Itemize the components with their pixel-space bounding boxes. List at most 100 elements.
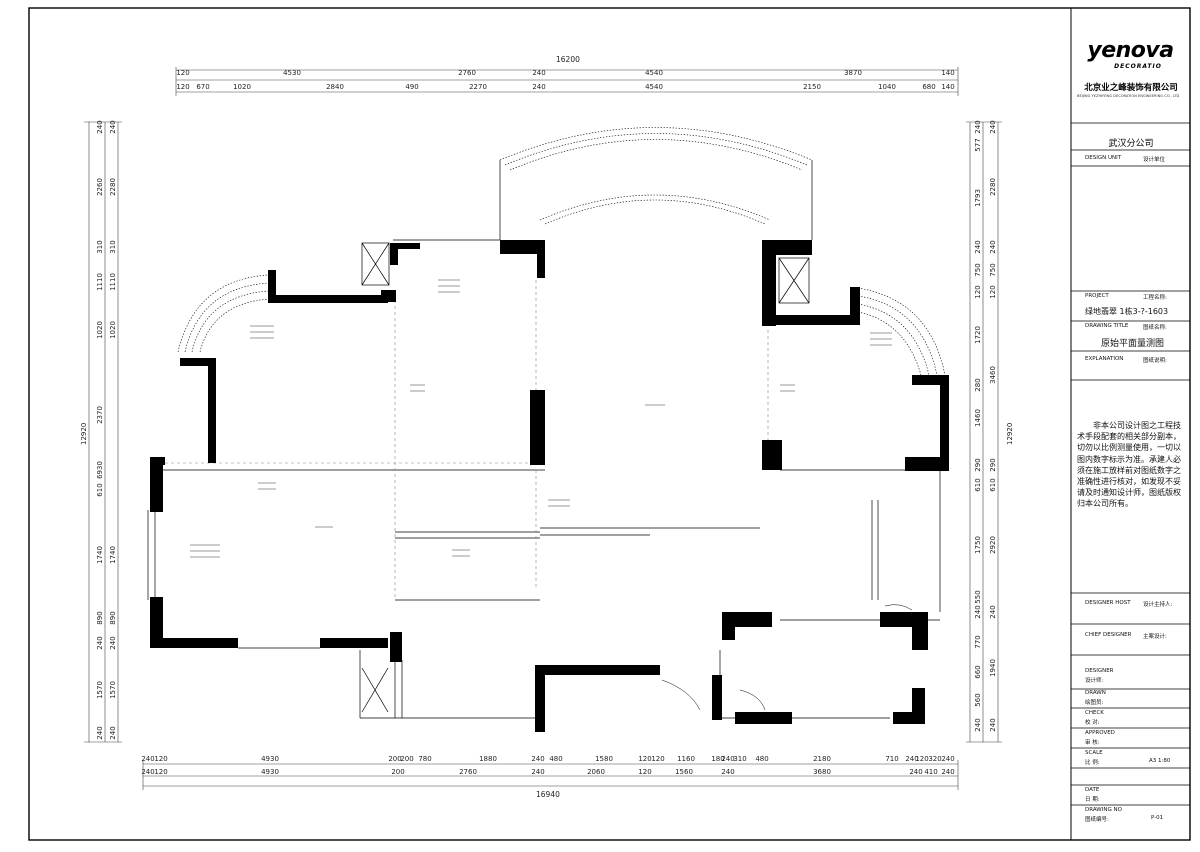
dim-bottom-row1-text: 120 [638, 755, 651, 763]
dim-bottom-row1-text: 240 [941, 755, 954, 763]
dim-right-outer-text: 240 [989, 718, 997, 731]
dim-left-inner-text: 1110 [109, 273, 117, 291]
dim-left-inner-text: 240 [109, 120, 117, 133]
dim-top-row2-text: 680 [922, 83, 935, 91]
dim-right-inner-text: 770 [974, 635, 982, 648]
dim-bottom-row1-text: 120 [915, 755, 928, 763]
left-dimensions [84, 121, 122, 743]
dim-bottom-row2-text: 200 [391, 768, 404, 776]
chief-designer-label: CHIEF DESIGNER [1085, 632, 1132, 638]
dim-left-outer-text: 240 [96, 726, 104, 739]
drawn-label: DRAWN [1085, 690, 1106, 696]
dim-top-row1-text: 2760 [458, 69, 476, 77]
dim-bottom-row2-text: 120 [638, 768, 651, 776]
dim-bottom-row1-text: 120 [154, 755, 167, 763]
drawing-title-label-cn: 图纸名称: [1143, 325, 1167, 331]
explanation-label-cn: 图纸说明: [1143, 358, 1167, 364]
dim-right-inner-text: 240 [974, 240, 982, 253]
drawing-no-code: P-01 [1151, 815, 1164, 821]
dim-bottom-row1-text: 780 [418, 755, 431, 763]
dim-top-overall: 16200 [556, 55, 580, 64]
title-block-grid [1071, 122, 1190, 806]
dim-bottom-row1-text: 240 [141, 755, 154, 763]
scale-label: SCALE [1085, 750, 1103, 756]
dim-bottom-row1-text: 480 [755, 755, 768, 763]
check-value: 校 对: [1085, 720, 1100, 726]
branch-name: 武汉分公司 [1108, 139, 1154, 149]
dim-bottom-row1-text: 1580 [595, 755, 613, 763]
company-name: 北京业之峰装饰有限公司 [1084, 83, 1178, 93]
dim-right-outer-text: 2920 [989, 536, 997, 554]
company-logo-sub: DECORATIO [1114, 63, 1162, 70]
top-dimensions [175, 67, 959, 96]
explanation-note: 非本公司设计图之工程技术手段配套的相关部分副本，切勿以比例测量使用，一切以图内数… [1077, 421, 1181, 509]
dim-top-row2-text: 1040 [878, 83, 896, 91]
drawing-no-label: DRAWING NO [1085, 807, 1122, 813]
room-annotations [190, 279, 892, 558]
dim-right-inner-text: 290 [974, 458, 982, 471]
dim-left-inner-text: 2280 [109, 178, 117, 196]
chief-designer-value: 主案设计: [1143, 634, 1167, 640]
dim-bottom-overall: 16940 [536, 790, 560, 799]
dim-top-row2-text: 120 [176, 83, 189, 91]
dim-top-row2-text: 240 [532, 83, 545, 91]
date-label: DATE [1085, 787, 1100, 793]
scale-value: A3 1:80 [1149, 758, 1171, 764]
designer-label: DESIGNER [1085, 668, 1114, 674]
dim-right-inner-text: 1793 [974, 189, 982, 207]
dim-top-row2-text: 670 [196, 83, 209, 91]
dim-bottom-row2-text: 240 [141, 768, 154, 776]
dim-left-outer-text: 240 [96, 636, 104, 649]
designer-value: 设计师: [1085, 678, 1104, 684]
dim-left-outer-text: 1020 [96, 321, 104, 339]
dim-left-outer-text: 240 [96, 120, 104, 133]
drawing-no-value: 图纸编号: [1085, 817, 1109, 823]
dim-top-row2-text: 2270 [469, 83, 487, 91]
dim-bottom-row2-text: 240 [941, 768, 954, 776]
dim-left-outer: 2402260310111010202370693061017408902401… [96, 120, 104, 739]
dim-top-row1-text: 4530 [283, 69, 301, 77]
dim-left-outer-text: 1110 [96, 273, 104, 291]
dim-right-outer-text: 610 [989, 478, 997, 491]
dim-right-inner-text: 1750 [974, 536, 982, 554]
dim-bottom-row2-text: 1560 [675, 768, 693, 776]
dim-right-outer-text: 750 [989, 263, 997, 276]
dim-bottom-row1-text: 120 [651, 755, 664, 763]
dim-right-inner-text: 240 [974, 718, 982, 731]
dim-bottom-row1-text: 240 [531, 755, 544, 763]
dim-right-inner: 2405771793240750120172028014602906101750… [974, 120, 982, 731]
dim-bottom-row1-text: 480 [549, 755, 562, 763]
dim-right-outer-text: 240 [989, 605, 997, 618]
dim-right-inner-text: 560 [974, 693, 982, 706]
dim-top-row1-text: 240 [532, 69, 545, 77]
dim-top-row2-text: 2840 [326, 83, 344, 91]
dim-right-inner-text: 280 [974, 378, 982, 391]
project-label: PROJECT [1085, 293, 1109, 299]
dim-right-inner-text: 750 [974, 263, 982, 276]
drawing-title-value: 原始平面量测图 [1101, 339, 1165, 349]
check-label: CHECK [1085, 710, 1104, 716]
dim-bottom-row1-text: 200 [400, 755, 413, 763]
dim-bottom-row2-text: 240 [721, 768, 734, 776]
company-name-en: BEIJING YEZHIFENG DECORATION ENGINEERING… [1077, 94, 1180, 98]
dim-bottom-row1-text: 240 [721, 755, 734, 763]
dim-bottom-row1-text: 320 [928, 755, 941, 763]
dim-bottom-row1-text: 240 [905, 755, 918, 763]
dim-left-outer-text: 6930 [96, 461, 104, 479]
hatch-partitions [165, 280, 769, 600]
dim-left-inner-text: 1740 [109, 546, 117, 564]
dim-bottom-row2-text: 3680 [813, 768, 831, 776]
bottom-dimensions [142, 760, 959, 790]
drawing-title-label: DRAWING TITLE [1085, 323, 1129, 329]
dim-left-inner-text: 240 [109, 636, 117, 649]
dim-bottom-row2-text: 4930 [261, 768, 279, 776]
bay-window-arcs [177, 127, 946, 376]
dim-bottom-row1-text: 180 [711, 755, 724, 763]
title-block: yenova DECORATIO 北京业之峰装饰有限公司 BEIJING YEZ… [1071, 8, 1190, 840]
dim-bottom-row1-text: 710 [885, 755, 898, 763]
